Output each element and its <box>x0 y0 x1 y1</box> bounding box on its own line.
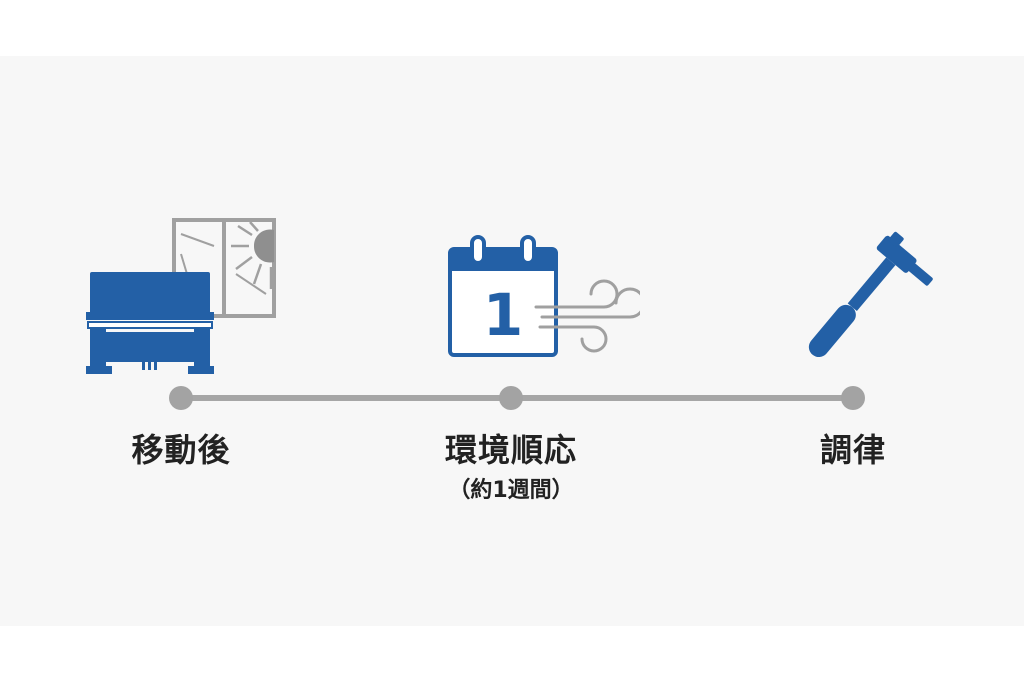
calendar-wind-icon: 1 <box>448 235 640 357</box>
timeline-node-3 <box>841 386 865 410</box>
step-label-1: 移動後 <box>131 431 231 469</box>
timeline-node-1 <box>169 386 193 410</box>
upright-piano-icon <box>86 272 214 374</box>
tuning-hammer-icon <box>808 231 933 358</box>
step-sublabel-2: （約1週間） <box>448 478 574 503</box>
step-label-3: 調律 <box>819 431 886 469</box>
piano-window-sun-icon <box>86 218 276 374</box>
window-icon <box>172 218 276 318</box>
sun-icon <box>231 221 274 289</box>
timeline-node-2 <box>499 386 523 410</box>
calendar-day-number: 1 <box>483 281 523 349</box>
step-label-2: 環境順応 <box>444 431 577 469</box>
calendar-icon: 1 <box>448 235 558 357</box>
wind-icon <box>534 279 640 353</box>
